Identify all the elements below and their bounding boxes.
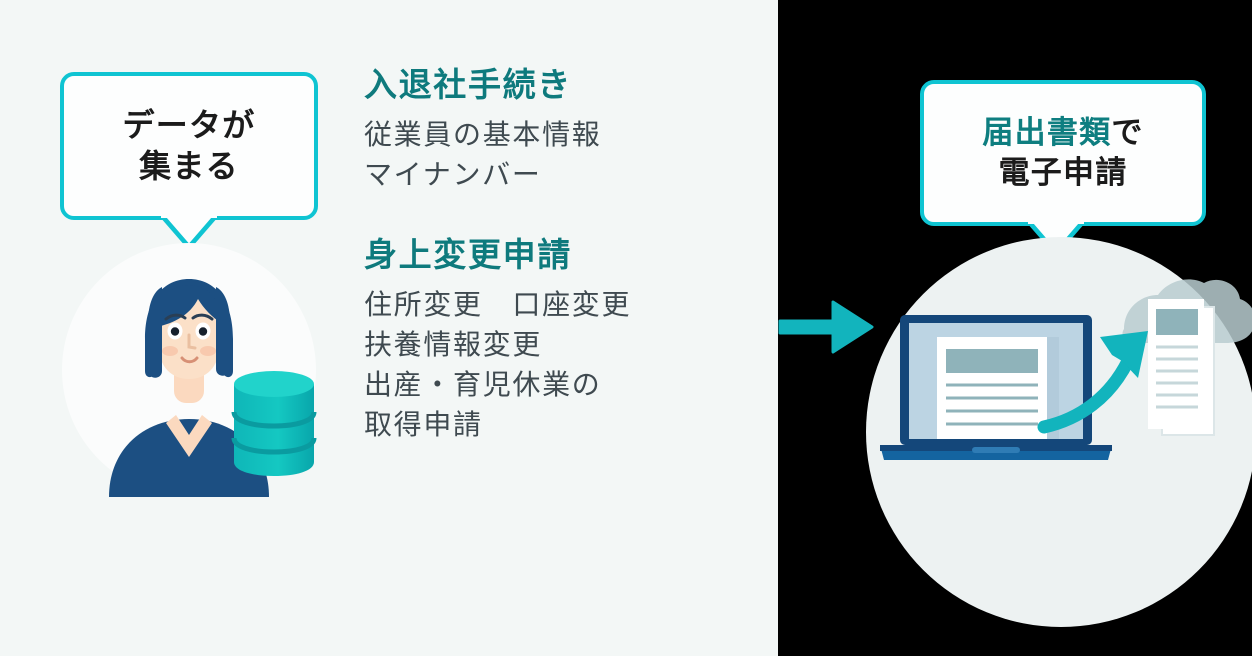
cloud-documents-icon	[1122, 279, 1252, 436]
group-item: 従業員の基本情報	[364, 118, 602, 150]
bubble-left-line-1: データが	[122, 107, 256, 144]
group-item: マイナンバー	[364, 158, 542, 190]
person-with-database-icon	[62, 243, 316, 497]
group-heading: 身上変更申請	[364, 236, 572, 274]
bubble-right-line-1-black: で	[1111, 115, 1144, 151]
text-group-onboarding: 入退社手続き 従業員の基本情報 マイナンバー	[364, 66, 764, 194]
data-collects-bubble: データが 集まる	[60, 72, 318, 220]
right-arrow-icon	[778, 296, 874, 358]
bubble-right-line-1-teal: 届出書類	[982, 115, 1112, 151]
text-group-personal-change: 身上変更申請 住所変更 口座変更 扶養情報変更 出産・育児休業の 取得申請	[364, 236, 764, 444]
group-item: 出産・育児休業の	[364, 368, 602, 400]
electronic-filing-illustration	[866, 237, 1252, 537]
curved-upload-arrow-icon	[1037, 331, 1148, 434]
laptop-with-document-icon	[880, 315, 1112, 460]
bubble-left-line-2: 集まる	[139, 148, 239, 184]
group-item: 扶養情報変更	[364, 329, 543, 361]
service-text-column: 入退社手続き 従業員の基本情報 マイナンバー 身上変更申請 住所変更 口座変更 …	[364, 66, 764, 444]
database-stack-icon	[228, 368, 320, 480]
electronic-application-bubble: 届出書類で 電子申請	[920, 80, 1206, 226]
group-item: 住所変更 口座変更	[364, 289, 632, 321]
group-item: 取得申請	[364, 408, 483, 440]
bubble-right-line-2: 電子申請	[998, 155, 1128, 190]
bubble-right-line-1: 届出書類で	[982, 113, 1143, 153]
group-heading: 入退社手続き	[364, 66, 572, 103]
